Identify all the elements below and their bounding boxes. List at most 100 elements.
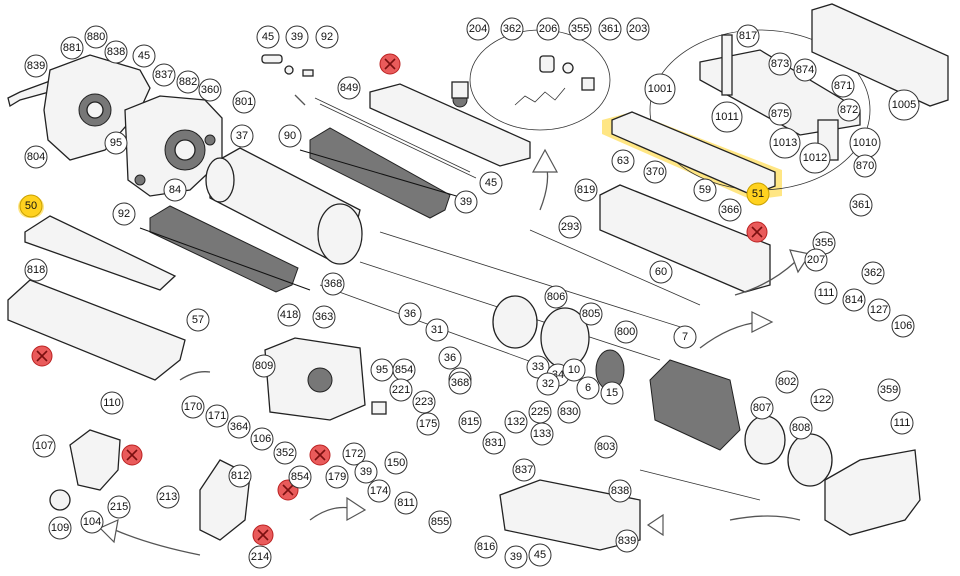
callout-800[interactable]: 800	[614, 320, 638, 344]
callout-849[interactable]: 849	[337, 76, 361, 100]
callout-84[interactable]: 84	[163, 178, 187, 202]
callout-221[interactable]: 221	[389, 378, 413, 402]
callout-39[interactable]: 39	[354, 460, 378, 484]
callout-872[interactable]: 872	[837, 98, 861, 122]
callout-1010[interactable]: 1010	[849, 127, 881, 159]
callout-363[interactable]: 363	[312, 305, 336, 329]
callout-362[interactable]: 362	[861, 261, 885, 285]
callout-50[interactable]: 50	[19, 194, 43, 218]
removed-marker[interactable]	[746, 221, 768, 243]
callout-831[interactable]: 831	[482, 431, 506, 455]
callout-1005[interactable]: 1005	[888, 89, 920, 121]
callout-819[interactable]: 819	[574, 178, 598, 202]
callout-215[interactable]: 215	[107, 495, 131, 519]
callout-7[interactable]: 7	[673, 325, 697, 349]
callout-107[interactable]: 107	[32, 434, 56, 458]
callout-361[interactable]: 361	[598, 17, 622, 41]
callout-839[interactable]: 839	[615, 529, 639, 553]
callout-90[interactable]: 90	[278, 124, 302, 148]
callout-875[interactable]: 875	[768, 102, 792, 126]
callout-92[interactable]: 92	[112, 202, 136, 226]
callout-45[interactable]: 45	[479, 171, 503, 195]
callout-133[interactable]: 133	[530, 422, 554, 446]
callout-802[interactable]: 802	[775, 370, 799, 394]
callout-839[interactable]: 839	[24, 54, 48, 78]
callout-213[interactable]: 213	[156, 485, 180, 509]
callout-830[interactable]: 830	[557, 400, 581, 424]
callout-360[interactable]: 360	[198, 78, 222, 102]
callout-361[interactable]: 361	[849, 193, 873, 217]
callout-881[interactable]: 881	[60, 36, 84, 60]
callout-225[interactable]: 225	[528, 400, 552, 424]
callout-364[interactable]: 364	[227, 415, 251, 439]
callout-809[interactable]: 809	[252, 354, 276, 378]
callout-1013[interactable]: 1013	[769, 127, 801, 159]
callout-804[interactable]: 804	[24, 145, 48, 169]
callout-207[interactable]: 207	[804, 248, 828, 272]
callout-45[interactable]: 45	[528, 543, 552, 567]
callout-816[interactable]: 816	[474, 535, 498, 559]
callout-855[interactable]: 855	[428, 510, 452, 534]
callout-60[interactable]: 60	[649, 260, 673, 284]
callout-39[interactable]: 39	[285, 25, 309, 49]
callout-803[interactable]: 803	[594, 435, 618, 459]
callout-36[interactable]: 36	[438, 346, 462, 370]
callout-111[interactable]: 111	[814, 281, 838, 305]
callout-39[interactable]: 39	[504, 545, 528, 569]
callout-854[interactable]: 854	[392, 358, 416, 382]
callout-362[interactable]: 362	[500, 17, 524, 41]
callout-818[interactable]: 818	[24, 258, 48, 282]
callout-127[interactable]: 127	[867, 298, 891, 322]
callout-45[interactable]: 45	[256, 25, 280, 49]
callout-355[interactable]: 355	[568, 17, 592, 41]
removed-marker[interactable]	[309, 444, 331, 466]
callout-150[interactable]: 150	[384, 451, 408, 475]
callout-10[interactable]: 10	[562, 358, 586, 382]
callout-214[interactable]: 214	[248, 545, 272, 569]
callout-32[interactable]: 32	[536, 372, 560, 396]
callout-880[interactable]: 880	[84, 25, 108, 49]
callout-57[interactable]: 57	[186, 308, 210, 332]
callout-873[interactable]: 873	[768, 52, 792, 76]
callout-59[interactable]: 59	[693, 178, 717, 202]
callout-95[interactable]: 95	[104, 131, 128, 155]
callout-368[interactable]: 368	[448, 371, 472, 395]
callout-366[interactable]: 366	[718, 198, 742, 222]
callout-1001[interactable]: 1001	[644, 73, 676, 105]
callout-63[interactable]: 63	[611, 149, 635, 173]
callout-95[interactable]: 95	[370, 358, 394, 382]
callout-838[interactable]: 838	[608, 479, 632, 503]
callout-293[interactable]: 293	[558, 215, 582, 239]
removed-marker[interactable]	[252, 524, 274, 546]
callout-1011[interactable]: 1011	[711, 101, 743, 133]
callout-203[interactable]: 203	[626, 17, 650, 41]
callout-204[interactable]: 204	[466, 17, 490, 41]
callout-811[interactable]: 811	[394, 491, 418, 515]
callout-801[interactable]: 801	[232, 90, 256, 114]
callout-111[interactable]: 111	[890, 411, 914, 435]
callout-33[interactable]: 33	[526, 355, 550, 379]
callout-104[interactable]: 104	[80, 510, 104, 534]
callout-871[interactable]: 871	[831, 74, 855, 98]
callout-837[interactable]: 837	[152, 63, 176, 87]
callout-882[interactable]: 882	[176, 70, 200, 94]
callout-370[interactable]: 370	[643, 160, 667, 184]
callout-37[interactable]: 37	[230, 124, 254, 148]
callout-808[interactable]: 808	[789, 416, 813, 440]
callout-6[interactable]: 6	[576, 376, 600, 400]
callout-110[interactable]: 110	[100, 391, 124, 415]
callout-854[interactable]: 854	[288, 465, 312, 489]
callout-122[interactable]: 122	[810, 388, 834, 412]
callout-106[interactable]: 106	[250, 427, 274, 451]
callout-39[interactable]: 39	[454, 190, 478, 214]
callout-418[interactable]: 418	[277, 303, 301, 327]
callout-223[interactable]: 223	[412, 390, 436, 414]
callout-807[interactable]: 807	[750, 396, 774, 420]
callout-870[interactable]: 870	[853, 154, 877, 178]
callout-368[interactable]: 368	[321, 272, 345, 296]
callout-175[interactable]: 175	[416, 412, 440, 436]
callout-92[interactable]: 92	[315, 25, 339, 49]
callout-172[interactable]: 172	[342, 442, 366, 466]
callout-814[interactable]: 814	[842, 288, 866, 312]
callout-359[interactable]: 359	[877, 378, 901, 402]
